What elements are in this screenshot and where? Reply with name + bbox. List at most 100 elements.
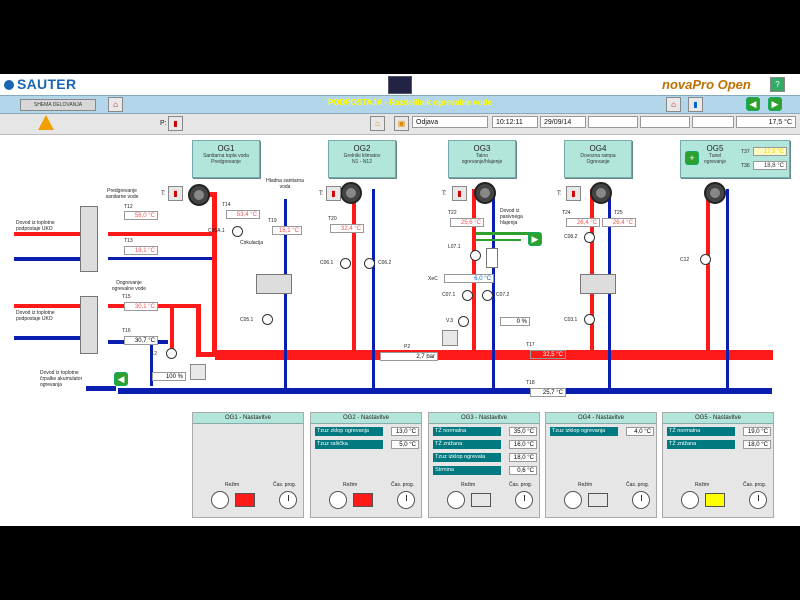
- valve-v3[interactable]: [458, 316, 469, 327]
- t18-value: 25,7 °C: [530, 388, 566, 397]
- mode-dial-icon[interactable]: [681, 491, 699, 509]
- setting-label: TŽ znižana: [433, 440, 501, 449]
- t19-label: T19: [268, 218, 277, 224]
- setting-label: TŽ normalna: [433, 427, 501, 436]
- mode-dial-icon[interactable]: [211, 491, 229, 509]
- trend-og4-icon[interactable]: ▮: [566, 186, 581, 201]
- help-icon[interactable]: ?: [770, 77, 785, 92]
- empty-field-2: [640, 116, 690, 128]
- mode-indicator[interactable]: [353, 493, 373, 507]
- pasivno-go-icon[interactable]: ▶: [528, 232, 542, 246]
- panel-header: OG2 - Nastavitve: [311, 413, 421, 424]
- trend-og1-icon[interactable]: ▮: [168, 186, 183, 201]
- p2-value: 2,7 bar: [380, 352, 438, 361]
- t36-label: T36: [741, 163, 750, 169]
- outside-temp-field: 17,5 °C: [736, 116, 796, 128]
- mode-indicator[interactable]: [235, 493, 255, 507]
- og3-button[interactable]: [442, 330, 458, 346]
- t16-value: 30,7 °C: [124, 336, 158, 345]
- heat-exchanger-left-2: [80, 296, 98, 354]
- mode-indicator[interactable]: [705, 493, 725, 507]
- og1-box[interactable]: OG1 Sanitarna topla voda Predgrevanje: [192, 140, 260, 178]
- setting-value[interactable]: 35,0 °C: [509, 427, 537, 436]
- setting-value[interactable]: 19,0 °C: [743, 427, 771, 436]
- setting-value[interactable]: 5,0 °C: [391, 440, 419, 449]
- clock-icon[interactable]: [279, 491, 297, 509]
- og1-desc2: Predgrevanje: [211, 159, 241, 165]
- og4-box[interactable]: OG4 Dovozna rampa Ogrevanje: [564, 140, 632, 178]
- pump-c06-2[interactable]: [364, 258, 375, 269]
- clock-icon[interactable]: [632, 491, 650, 509]
- og2-box[interactable]: OG2 Grelniki klimatov N1 - N12: [328, 140, 396, 178]
- v2-button[interactable]: [190, 364, 206, 380]
- pump-c05-1[interactable]: [262, 314, 273, 325]
- home-icon-right[interactable]: ⌂: [666, 97, 681, 112]
- t17-value: 32,5 °C: [530, 350, 566, 359]
- lock-icon[interactable]: ▣: [394, 116, 409, 131]
- trend-og3-icon[interactable]: ▮: [452, 186, 467, 201]
- dovod-akumulator-label: Dovod iz toplotne črpalke akumulator ogr…: [40, 370, 83, 388]
- pump-c05a1[interactable]: [232, 226, 243, 237]
- akumulator-go-icon[interactable]: ◀: [114, 372, 128, 386]
- trend-og2-icon[interactable]: ▮: [326, 186, 341, 201]
- forward-arrow-icon[interactable]: ▶: [768, 97, 782, 111]
- og5-box[interactable]: + OG5 Tunel ogrevanje T37 17,5 °C T36 18…: [680, 140, 790, 178]
- valve-v2[interactable]: [166, 348, 177, 359]
- setting-label: Tzuz izklop ogrevala: [433, 453, 501, 462]
- xec-label: XeC: [428, 276, 438, 282]
- pump-c12[interactable]: [700, 254, 711, 265]
- pump-c07-2[interactable]: [482, 290, 493, 301]
- mode-indicator[interactable]: [588, 493, 608, 507]
- t12-value: 58,0 °C: [124, 211, 158, 220]
- clock-icon[interactable]: [749, 491, 767, 509]
- pump-c08[interactable]: [584, 232, 595, 243]
- t20-value: 32,4 °C: [330, 224, 364, 233]
- og3-box[interactable]: OG3 Talno ogrevanje/hlajenje: [448, 140, 516, 178]
- og5-check-icon[interactable]: +: [685, 151, 699, 165]
- t-label-og1: T:: [161, 191, 166, 197]
- setting-value[interactable]: 18,0 °C: [509, 453, 537, 462]
- pump-l07[interactable]: [470, 250, 481, 261]
- pump-c03[interactable]: [584, 314, 595, 325]
- back-to-scheme-button[interactable]: SHEMA DELOVANJA: [20, 99, 96, 111]
- pump-c06-1[interactable]: [340, 258, 351, 269]
- mode-dial-icon[interactable]: [447, 491, 465, 509]
- home-icon[interactable]: ⌂: [108, 97, 123, 112]
- pump-og3[interactable]: [474, 182, 496, 204]
- mode-dial-icon[interactable]: [564, 491, 582, 509]
- lock-open-icon[interactable]: ⌂: [370, 116, 385, 131]
- setting-value[interactable]: 18,0 °C: [743, 440, 771, 449]
- clock-icon[interactable]: [515, 491, 533, 509]
- setting-label: Strmina: [433, 466, 501, 475]
- t17-label: T17: [526, 342, 535, 348]
- mode-indicator[interactable]: [471, 493, 491, 507]
- pump-og1[interactable]: [188, 184, 210, 206]
- mode-dial-icon[interactable]: [329, 491, 347, 509]
- setting-value[interactable]: 0,6 °C: [509, 466, 537, 475]
- og1-desc1: Sanitarna topla voda: [203, 153, 249, 159]
- clock-icon[interactable]: [397, 491, 415, 509]
- setting-label: Tzuz rašička: [315, 440, 383, 449]
- og4-desc1: Dovozna rampa: [580, 153, 616, 159]
- pump-og5[interactable]: [704, 182, 726, 204]
- back-arrow-icon[interactable]: ◀: [746, 97, 760, 111]
- chart-icon[interactable]: ▮: [688, 97, 703, 112]
- c07-2-label: C07.2: [496, 292, 510, 298]
- cas-prog-label: Čas. prog.: [273, 482, 297, 488]
- trend-icon[interactable]: ▮: [168, 116, 183, 131]
- setting-value[interactable]: 4,0 °C: [626, 427, 654, 436]
- warning-icon[interactable]: [38, 115, 54, 130]
- t-label-og4: T:: [557, 191, 562, 197]
- setting-value[interactable]: 13,0 °C: [391, 427, 419, 436]
- pump-og4[interactable]: [590, 182, 612, 204]
- user-field[interactable]: Odjava: [412, 116, 488, 128]
- setting-value[interactable]: 16,0 °C: [509, 440, 537, 449]
- pump-c07-1[interactable]: [462, 290, 473, 301]
- c06-1-label: C06.1: [320, 260, 334, 266]
- pump-og2[interactable]: [340, 182, 362, 204]
- t-label-og2: T:: [319, 191, 324, 197]
